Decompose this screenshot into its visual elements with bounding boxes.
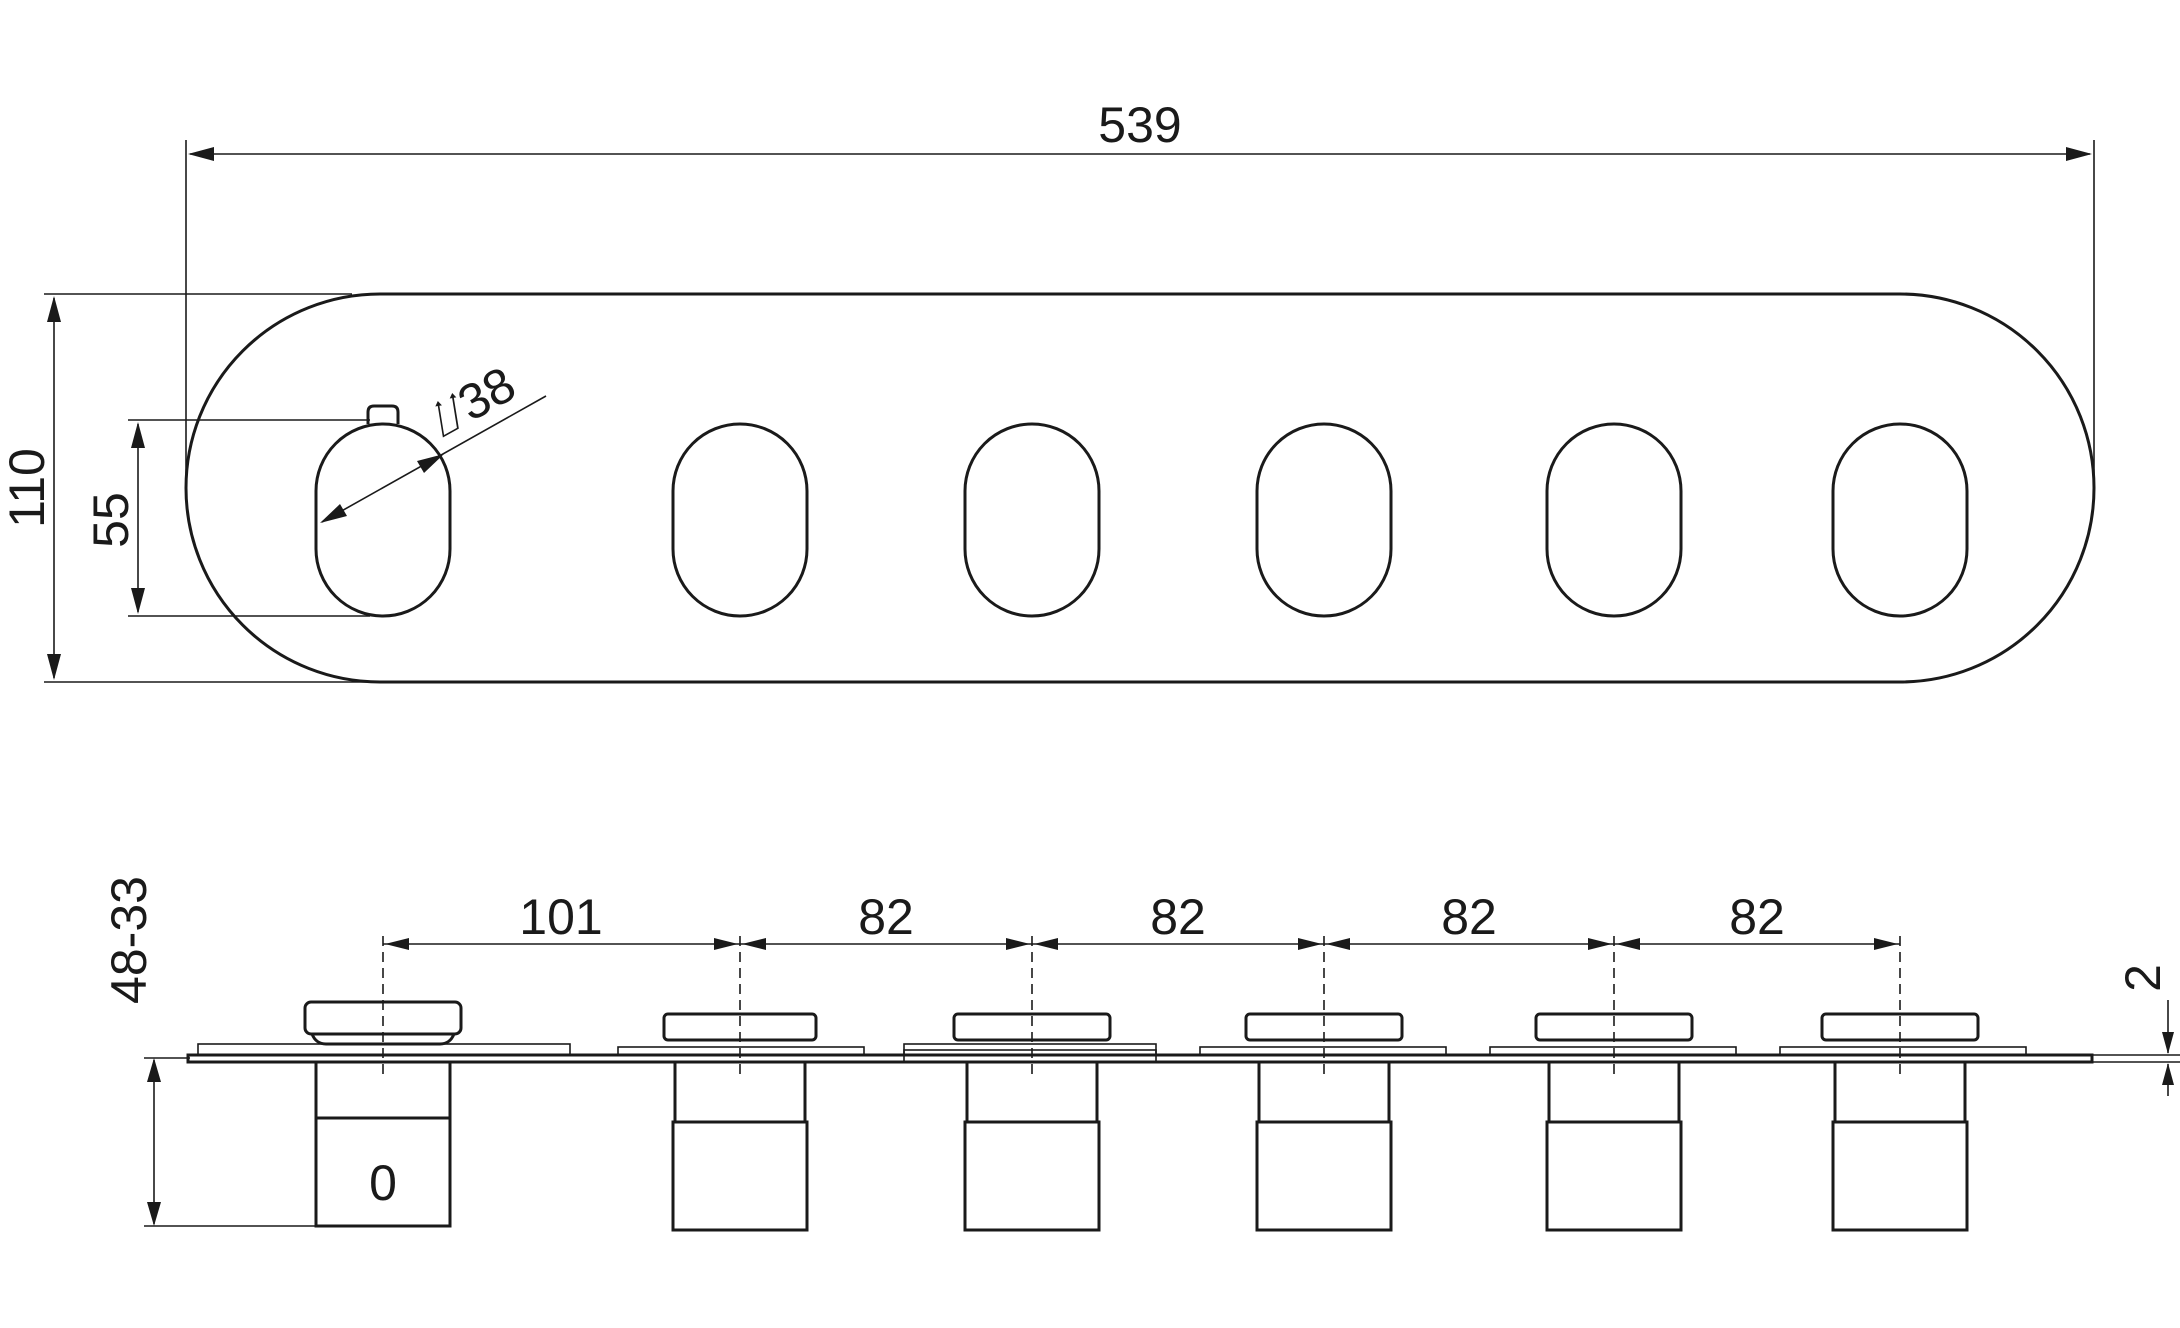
opening-6 xyxy=(1831,422,1969,618)
spacing-arrow-4l xyxy=(1298,938,1322,950)
height-arrow-bottom xyxy=(47,654,61,680)
side-knob-1-collar xyxy=(310,1033,456,1046)
spacing-arrow-3l xyxy=(1006,938,1030,950)
spacing-label-4: 82 xyxy=(1729,889,1785,945)
trim-pad-2 xyxy=(617,1046,865,1056)
first-spacing-label: 101 xyxy=(519,889,602,945)
spacing-arrow-4r xyxy=(1326,938,1350,950)
trim-pad-1 xyxy=(197,1043,571,1056)
diameter-arrow-a xyxy=(320,504,347,523)
trim-pad-4 xyxy=(1199,1046,1447,1056)
knob-height-arrow-top xyxy=(131,422,145,448)
offset-arrow-bottom xyxy=(2162,1063,2174,1085)
knob-1-pin xyxy=(366,404,400,424)
spacing-arrow-5r xyxy=(1616,938,1640,950)
height-arrow-top xyxy=(47,296,61,322)
overall-width-label: 539 xyxy=(1098,97,1181,153)
side-knob-1-marking: 0 xyxy=(369,1155,397,1211)
diameter-arrow-b xyxy=(417,454,444,473)
knob-height-arrow-bottom xyxy=(131,588,145,614)
spacing-label-3: 82 xyxy=(1441,889,1497,945)
spacing-arrow-3r xyxy=(1034,938,1058,950)
width-arrow-right xyxy=(2066,147,2092,161)
depth-arrow-bottom xyxy=(147,1202,161,1226)
plate-outline xyxy=(184,292,2096,684)
offset-label: 2 xyxy=(2115,964,2171,992)
spacing-arrow-5l xyxy=(1588,938,1612,950)
spacing-arrow-1r xyxy=(385,938,409,950)
spacing-label-1: 82 xyxy=(858,889,914,945)
trim-pad-6 xyxy=(1779,1046,2027,1056)
spacing-label-2: 82 xyxy=(1150,889,1206,945)
knob-1-outline xyxy=(314,422,452,618)
depth-range-label: 48-33 xyxy=(101,876,157,1004)
opening-5 xyxy=(1545,422,1683,618)
width-arrow-left xyxy=(188,147,214,161)
opening-4 xyxy=(1255,422,1393,618)
knob-diameter-label: ⌰38 xyxy=(420,356,524,448)
spacing-arrow-2r xyxy=(742,938,766,950)
knob-height-label: 55 xyxy=(83,492,139,548)
trim-pad-5 xyxy=(1489,1046,1737,1056)
opening-2 xyxy=(671,422,809,618)
offset-arrow-top xyxy=(2162,1032,2174,1054)
spacing-arrow-2l xyxy=(714,938,738,950)
opening-3 xyxy=(963,422,1101,618)
depth-arrow-top xyxy=(147,1058,161,1082)
side-knob-3 xyxy=(952,1012,1112,1232)
top-view: 539 110 55 ⌰38 xyxy=(0,97,2096,684)
side-view: 0 xyxy=(101,876,2180,1232)
spacing-arrow-6l xyxy=(1874,938,1898,950)
overall-height-label: 110 xyxy=(0,448,55,528)
base-plate xyxy=(186,1053,2094,1064)
side-knob-1-body-lower xyxy=(314,1116,452,1228)
